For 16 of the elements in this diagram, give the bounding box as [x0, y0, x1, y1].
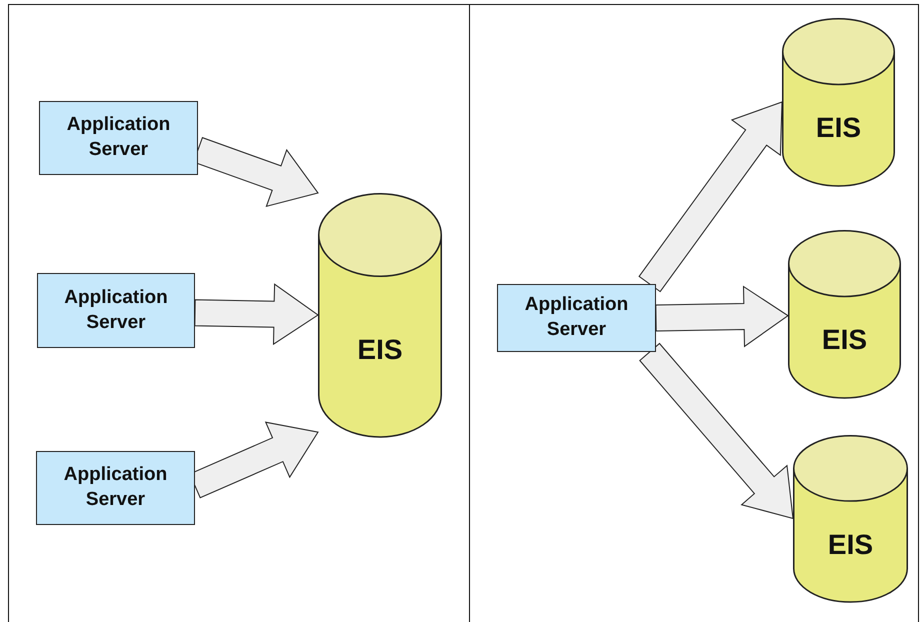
server-label: Application Server [66, 113, 172, 162]
server-box [39, 101, 198, 175]
block-arrow [639, 342, 794, 520]
block-arrow [638, 101, 783, 292]
block-arrow [655, 286, 789, 348]
server-label: Application Server [62, 463, 168, 512]
database-label: EIS [814, 112, 862, 144]
server-label: Application Server [63, 286, 169, 334]
server-box [36, 451, 195, 525]
block-arrow [194, 283, 319, 346]
server-label: Application Server [524, 293, 630, 342]
server-box [497, 284, 656, 352]
server-box [37, 273, 195, 348]
database-label: EIS [820, 324, 868, 356]
database-label: EIS [356, 334, 404, 366]
database-label: EIS [826, 528, 874, 561]
